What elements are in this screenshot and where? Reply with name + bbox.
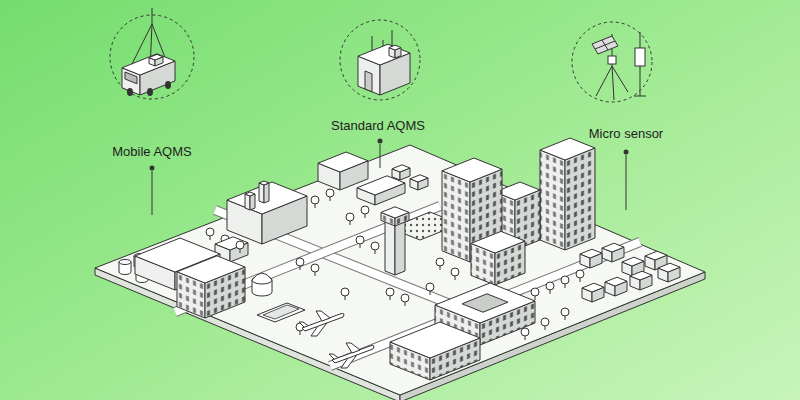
micro-sensor-callout (572, 22, 652, 210)
city-platform (95, 145, 705, 400)
trees (236, 241, 584, 340)
buildings (119, 138, 680, 380)
mobile-station-callout (110, 8, 194, 215)
pool (257, 303, 305, 322)
standard-station-callout (340, 20, 420, 168)
airplanes (299, 311, 374, 368)
callout-label: Micro sensor (589, 126, 663, 142)
callout-label: Standard AQMS (331, 118, 425, 134)
callout-label: Mobile AQMS (112, 144, 191, 160)
